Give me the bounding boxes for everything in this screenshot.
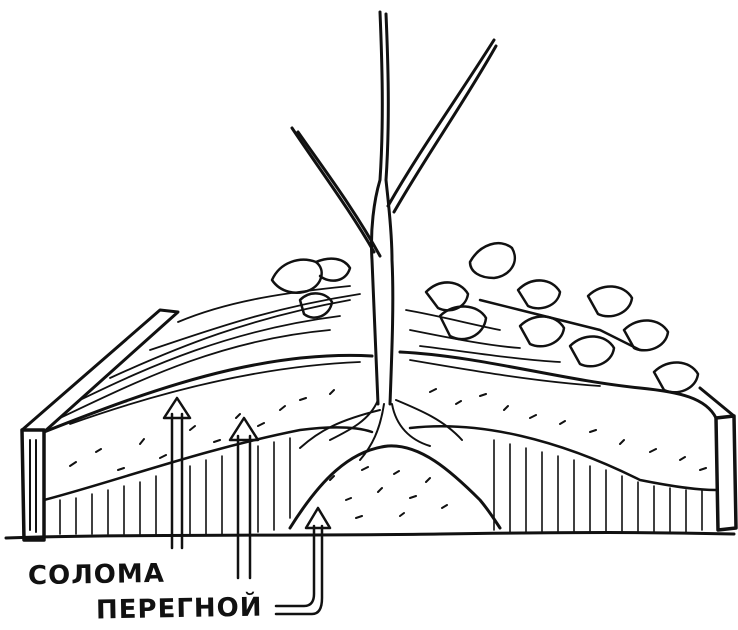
humus-label: ПЕРЕГНОЙ: [96, 593, 263, 626]
plant-roots: [300, 400, 462, 460]
humus-arrow: [276, 508, 330, 614]
straw-label: СОЛОМА: [28, 559, 165, 591]
left-board: [22, 310, 178, 540]
straw-arrow: [164, 398, 190, 548]
right-board: [700, 388, 736, 530]
compost-speckles: [70, 389, 706, 518]
plant-stem: [292, 12, 496, 404]
soil-layer: [44, 426, 716, 534]
ground-line: [6, 533, 734, 539]
